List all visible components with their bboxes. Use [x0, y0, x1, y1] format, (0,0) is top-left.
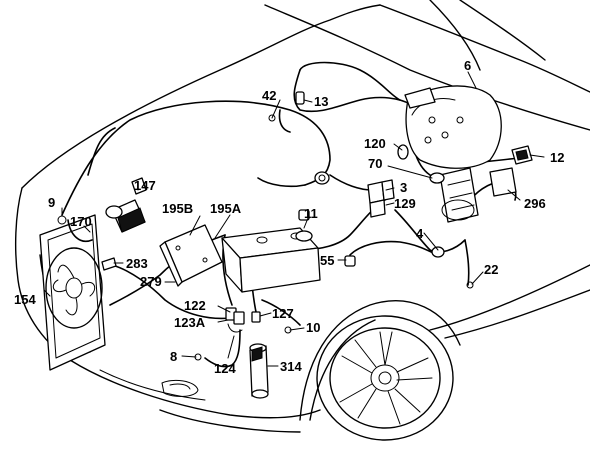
- callout-279: 279: [140, 274, 162, 289]
- callout-195B: 195B: [162, 201, 193, 216]
- callout-11: 11: [304, 206, 318, 221]
- sensor-283: [101, 257, 117, 271]
- instrument-panel-6: [404, 85, 502, 169]
- callout-123A: 123A: [174, 315, 206, 330]
- callout-283: 283: [126, 256, 148, 271]
- callout-3: 3: [400, 180, 407, 195]
- callout-22: 22: [484, 262, 498, 277]
- radiator-fan-154: [39, 214, 106, 371]
- component-147: [105, 177, 147, 233]
- callout-122: 122: [184, 298, 206, 313]
- callout-10: 10: [306, 320, 320, 335]
- callout-55: 55: [320, 253, 334, 268]
- callout-70: 70: [368, 156, 382, 171]
- front-wheel: [316, 315, 454, 441]
- callout-4: 4: [416, 226, 424, 241]
- callout-124: 124: [214, 361, 236, 376]
- callout-13: 13: [314, 94, 328, 109]
- callout-120: 120: [364, 136, 386, 151]
- callout-6: 6: [464, 58, 471, 73]
- battery: [221, 227, 321, 293]
- callout-170: 170: [70, 214, 92, 229]
- connector-12: [511, 145, 533, 165]
- ecu-195: [159, 224, 223, 287]
- callout-195A: 195A: [210, 201, 242, 216]
- callout-8: 8: [170, 349, 177, 364]
- washer-pump-314: [249, 343, 269, 399]
- car-body: [14, 0, 590, 433]
- callout-9: 9: [48, 195, 55, 210]
- pedal-box-296: [439, 167, 517, 223]
- callout-129: 129: [394, 196, 416, 211]
- callout-314: 314: [280, 359, 302, 374]
- callout-296: 296: [524, 196, 546, 211]
- component-3-129: [367, 179, 395, 218]
- callout-12: 12: [550, 150, 564, 165]
- relay-block-123A: [225, 307, 261, 333]
- callout-127: 127: [272, 306, 294, 321]
- callout-147: 147: [134, 178, 156, 193]
- callout-154: 154: [14, 292, 36, 307]
- grommets: [57, 91, 474, 361]
- callout-labels: 6 42 13 120 12 70 147 3 129 296 9 170 19…: [14, 58, 564, 376]
- callout-42: 42: [262, 88, 276, 103]
- leader-lines: [43, 71, 545, 367]
